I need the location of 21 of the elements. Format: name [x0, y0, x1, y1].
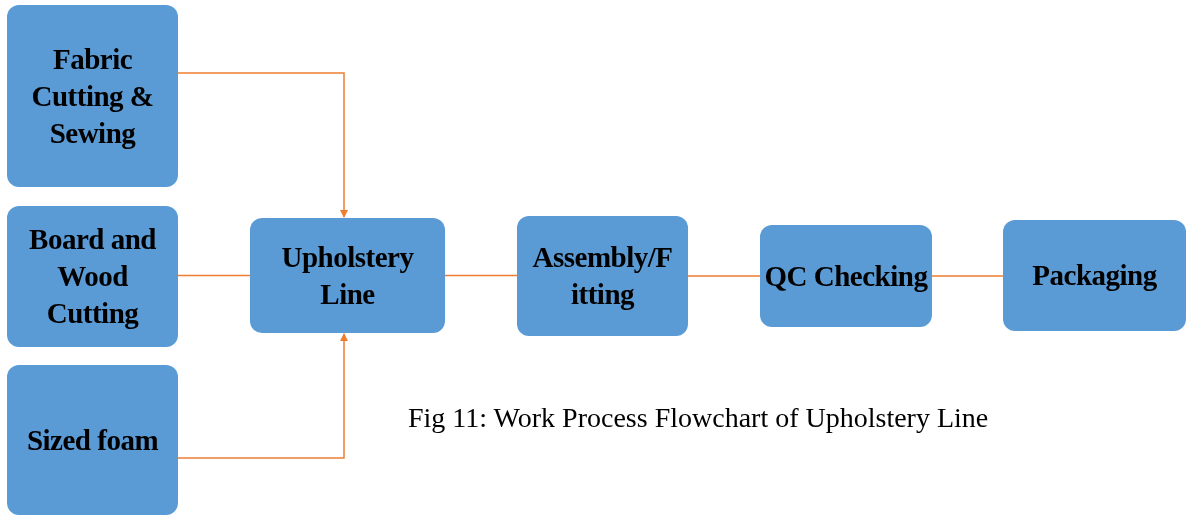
figure-caption: Fig 11: Work Process Flowchart of Upholstery Line	[408, 401, 989, 435]
arrow	[177, 333, 348, 459]
process-box	[7, 365, 178, 515]
process-box	[7, 5, 178, 187]
connector-line	[687, 275, 761, 277]
process-box	[250, 218, 445, 333]
box-label: Assembly/F itting	[531, 240, 674, 312]
process-box	[517, 216, 688, 336]
box-label: Upholstery Line	[280, 239, 415, 312]
process-box	[760, 225, 932, 327]
connector-line	[931, 275, 1004, 277]
box-label: Packaging	[1032, 258, 1157, 293]
process-box	[7, 206, 178, 347]
box-label: Board and Wood Cutting	[28, 222, 157, 331]
box-label: Sized foam	[26, 422, 159, 458]
process-box	[1003, 220, 1186, 331]
connector-line	[444, 274, 518, 277]
box-label: QC Checking	[764, 258, 928, 294]
box-label: Fabric Cutting & Sewing	[30, 41, 155, 151]
arrow	[177, 72, 348, 218]
connector-line	[177, 274, 251, 277]
